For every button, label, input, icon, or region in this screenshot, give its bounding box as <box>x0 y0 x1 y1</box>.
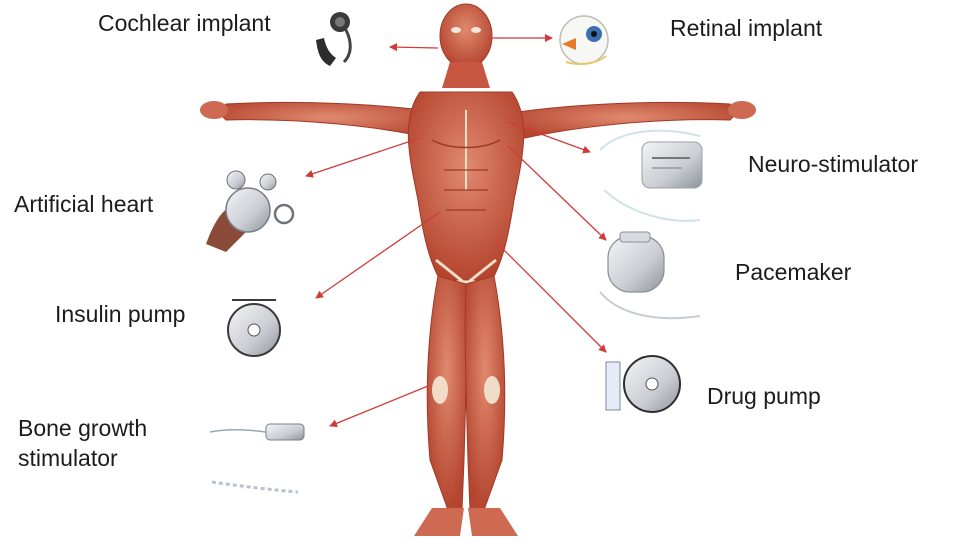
human-muscle-figure <box>200 4 756 536</box>
arrow-bone <box>330 386 428 426</box>
cochlear-implant-device-icon <box>316 12 350 66</box>
arrow-heart <box>306 138 420 176</box>
label-bone-growth-line2: stimulator <box>18 444 147 474</box>
arrow-cochlear <box>390 47 438 48</box>
label-artificial-heart: Artificial heart <box>14 190 153 220</box>
label-bone-growth-stimulator: Bone growth stimulator <box>18 414 147 474</box>
label-bone-growth-line1: Bone growth <box>18 414 147 444</box>
insulin-pump-device-icon <box>228 300 280 356</box>
label-neuro-stimulator: Neuro-stimulator <box>748 150 918 180</box>
pacemaker-device-icon <box>600 232 700 318</box>
artificial-heart-device-icon <box>206 171 293 252</box>
arrow-insulin <box>316 212 440 298</box>
arrow-drug <box>496 242 606 352</box>
label-retinal-implant: Retinal implant <box>670 14 822 44</box>
drug-pump-device-icon <box>606 356 680 412</box>
bone-growth-stimulator-device-icon <box>210 424 304 492</box>
arrow-pacemaker <box>508 146 606 240</box>
retinal-implant-eye-icon <box>560 16 608 64</box>
neuro-stimulator-device-icon <box>600 131 702 221</box>
label-insulin-pump: Insulin pump <box>55 300 185 330</box>
label-pacemaker: Pacemaker <box>735 258 851 288</box>
label-drug-pump: Drug pump <box>707 382 821 412</box>
label-cochlear-implant: Cochlear implant <box>98 9 271 39</box>
